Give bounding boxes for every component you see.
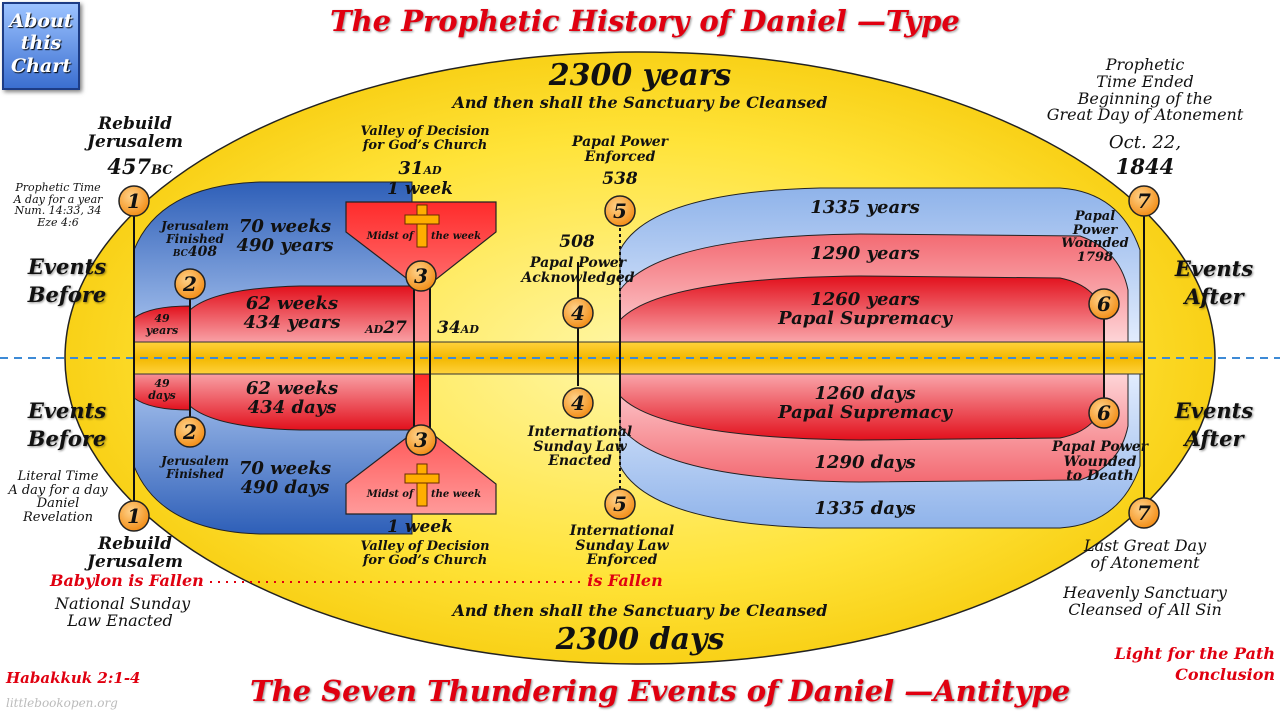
event-marker-2: 2 — [174, 268, 206, 300]
year-31: 31AD — [398, 158, 442, 179]
midst-bottom-left: Midst of — [366, 489, 414, 500]
babylon-fallen: Babylon is Fallen — [50, 571, 204, 590]
d1290-label: 1290 days — [814, 452, 916, 473]
event-marker-number: 4 — [571, 391, 585, 415]
year-ad27: AD27 — [365, 318, 407, 338]
event-marker-number: 2 — [182, 272, 197, 296]
site-watermark: littlebookopen.org — [6, 696, 118, 710]
event-marker-5: 5 — [604, 195, 636, 227]
event-marker-4: 4 — [562, 297, 594, 329]
about-label-1: About — [9, 10, 73, 32]
midst-top-left: Midst of — [366, 231, 414, 242]
year-457: 457BC — [107, 154, 173, 179]
year-34ad: 34AD — [437, 318, 479, 338]
bottom-cleansed: And then shall the Sanctuary be Cleansed — [452, 601, 828, 620]
about-label-2: this — [20, 32, 62, 55]
event-marker-number: 5 — [613, 199, 627, 223]
event-marker-number: 1 — [127, 189, 141, 213]
title-bottom: The Seven Thundering Events of Daniel —A… — [250, 674, 1071, 708]
is-fallen: is Fallen — [587, 571, 663, 590]
event-marker-3: 3 — [405, 260, 437, 292]
timeline-band — [133, 341, 1145, 375]
event-marker-7: 7 — [1128, 185, 1160, 217]
event-marker-number: 3 — [414, 428, 428, 452]
event-marker-number: 5 — [613, 492, 627, 516]
one-week-top: 1 week — [387, 179, 453, 199]
event-marker-5: 5 — [604, 488, 636, 520]
midst-top-right: the week — [431, 231, 481, 242]
event-marker-1: 1 — [118, 185, 150, 217]
event-marker-number: 2 — [182, 420, 197, 444]
event-marker-number: 1 — [127, 504, 141, 528]
event-marker-7: 7 — [1128, 497, 1160, 529]
about-label-3: Chart — [10, 54, 72, 77]
midst-bottom-right: the week — [431, 489, 481, 500]
years-2300: 2300 years — [548, 58, 732, 93]
event-marker-number: 6 — [1097, 292, 1111, 316]
event-marker-3: 3 — [405, 424, 437, 456]
event-marker-number: 4 — [571, 301, 585, 325]
event-marker-number: 6 — [1097, 401, 1111, 425]
title-top: The Prophetic History of Daniel —Type — [330, 4, 960, 38]
event-marker-number: 7 — [1137, 189, 1151, 213]
one-week-bottom: 1 week — [387, 517, 453, 537]
cross-icon-top — [404, 204, 440, 248]
cross-icon-bottom — [404, 463, 440, 507]
year-538: 538 — [602, 169, 638, 189]
days-2300: 2300 days — [555, 622, 725, 657]
event-marker-number: 3 — [414, 264, 428, 288]
event-marker-number: 7 — [1137, 501, 1151, 525]
d1335-label: 1335 days — [814, 498, 916, 519]
event-marker-4: 4 — [562, 387, 594, 419]
oct22: Oct. 22, — [1108, 132, 1182, 153]
event-marker-1: 1 — [118, 500, 150, 532]
year-1844: 1844 — [1115, 154, 1175, 179]
habakkuk-link[interactable]: Habakkuk 2:1-4 — [6, 669, 141, 687]
about-chart-button[interactable]: About this Chart — [2, 2, 80, 90]
event-marker-2: 2 — [174, 416, 206, 448]
sixtytwo-weeks-bottom-region — [189, 357, 415, 431]
y1290-label: 1290 years — [810, 243, 920, 264]
event-marker-6: 6 — [1088, 288, 1120, 320]
year-508: 508 — [559, 232, 595, 252]
top-cleansed: And then shall the Sanctuary be Cleansed — [452, 93, 828, 112]
y1335-label: 1335 years — [810, 197, 920, 218]
event-marker-6: 6 — [1088, 397, 1120, 429]
sixtytwo-weeks-top-region — [189, 285, 415, 359]
